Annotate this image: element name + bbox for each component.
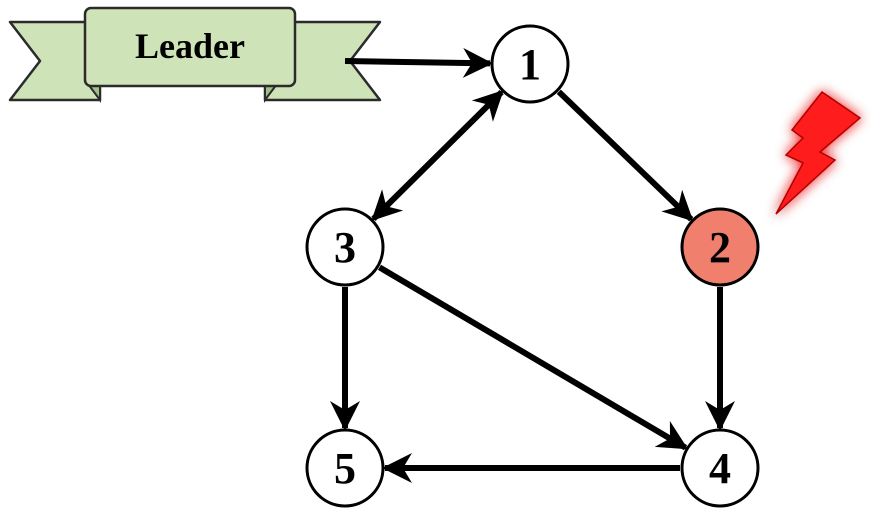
node-4-circle bbox=[680, 428, 760, 508]
edges-layer bbox=[330, 47, 735, 483]
node-1-circle bbox=[490, 24, 570, 104]
node-1-label: 1 bbox=[519, 40, 541, 89]
edge-3-to-4 bbox=[377, 264, 689, 451]
node-3-circle bbox=[305, 207, 385, 287]
node-3: 3 bbox=[305, 207, 385, 287]
lightning-bolt-icon bbox=[775, 90, 862, 215]
node-3-label: 3 bbox=[334, 223, 356, 272]
node-2: 2 bbox=[680, 207, 760, 287]
node-5-label: 5 bbox=[334, 444, 356, 493]
edge-leader-to-1 bbox=[344, 47, 494, 78]
node-1: 1 bbox=[490, 24, 570, 104]
edge-1-to-3 bbox=[371, 89, 504, 222]
node-5-circle bbox=[305, 428, 385, 508]
node-4-label: 4 bbox=[709, 444, 731, 493]
leader-label: Leader bbox=[135, 26, 245, 66]
node-2-circle bbox=[680, 207, 760, 287]
nodes-layer: 1 2 3 4 5 bbox=[305, 24, 760, 508]
leader-banner: Leader bbox=[8, 6, 382, 103]
edge-1-to-2 bbox=[556, 89, 694, 222]
node-2-label: 2 bbox=[709, 223, 731, 272]
node-4: 4 bbox=[680, 428, 760, 508]
leader-banner-body bbox=[83, 6, 297, 88]
node-5: 5 bbox=[305, 428, 385, 508]
